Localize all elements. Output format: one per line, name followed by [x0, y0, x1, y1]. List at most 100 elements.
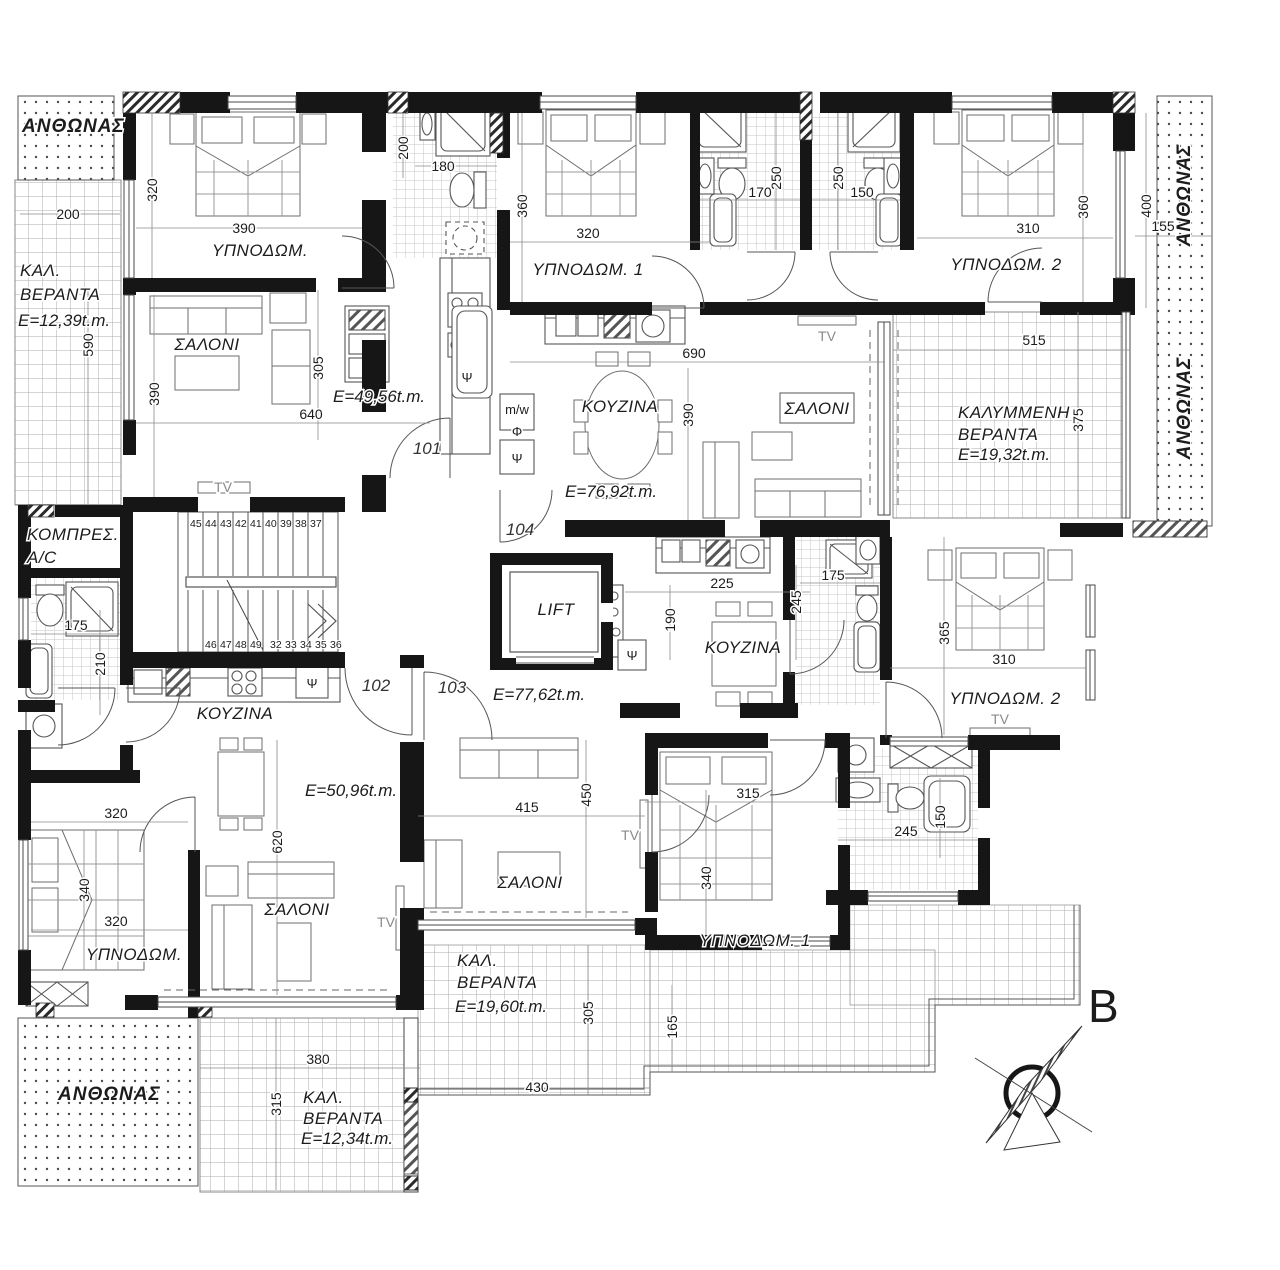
- veranda-label-apt102-1: ΚΑΛ.: [303, 1088, 344, 1107]
- room-label-apt104-kitchen: ΚΟΥΖΙΝΑ: [582, 397, 658, 416]
- phi-symbol: Φ: [512, 424, 522, 439]
- veranda-label-apt101-1: ΚΑΛ.: [20, 261, 61, 280]
- room-label-apt104-bedroom2: ΥΠΝΟΔΩΜ. 2: [950, 255, 1061, 274]
- veranda-divider-block1: [403, 1087, 419, 1103]
- dim: 380: [306, 1051, 330, 1067]
- stair-no: 47: [220, 639, 232, 651]
- doors[interactable]: [57, 235, 1043, 853]
- stair-no: 40: [265, 518, 277, 530]
- dim: 375: [1070, 408, 1086, 432]
- veranda-apt103-tiles-c: [849, 904, 1081, 1006]
- tv-shelf: [197, 481, 251, 494]
- north-arrow: B: [974, 980, 1119, 1151]
- wall-hatch-blocks: [27, 91, 1136, 1018]
- room-label-apt102-bedroom: ΥΠΝΟΔΩΜ.: [86, 945, 182, 964]
- veranda-divider-hatch: [403, 1101, 419, 1175]
- dim: 315: [268, 1092, 284, 1116]
- kitchen-counter-apt102: [127, 665, 341, 703]
- stair-rail: [185, 576, 337, 588]
- services-label-1: ΚΟΜΠΡΕΣ.: [27, 525, 119, 544]
- stair-step-numbers-upper: 45 44 43 42 41 40 39 38 37: [189, 517, 323, 531]
- dim: 340: [76, 878, 92, 902]
- dim: 390: [146, 382, 162, 406]
- stair-no: 44: [205, 518, 217, 530]
- dimension-lines: [20, 113, 1212, 1190]
- dim: 400: [1138, 194, 1154, 218]
- dim: 515: [1022, 332, 1046, 348]
- bed-icon: [933, 109, 1084, 217]
- planter-label: ΑΝΘΩΝΑΣ: [21, 116, 125, 137]
- dim: 170: [748, 184, 772, 200]
- veranda-area-apt101: E=12,39t.m.: [18, 311, 110, 330]
- dim: 150: [850, 184, 874, 200]
- tv-label: TV: [377, 914, 396, 930]
- dim: 250: [768, 166, 784, 190]
- tv-shelf: [797, 315, 857, 326]
- lift-shaft[interactable]: [490, 553, 613, 670]
- stair-no: 38: [295, 518, 307, 530]
- dining-table-icon: [217, 737, 265, 831]
- dim: 200: [395, 136, 411, 160]
- lift-cabin: [509, 571, 599, 653]
- bed-icon: [927, 547, 1073, 651]
- walls: [18, 92, 1135, 1018]
- bed-icon: [25, 829, 145, 971]
- dim: 315: [736, 785, 760, 801]
- stair-step-numbers-lower: 46 47 48 49 32 33 34 35 36: [204, 638, 343, 652]
- dim: 360: [1075, 195, 1091, 219]
- bed-icon: [169, 111, 327, 217]
- psi-symbol: Ψ: [462, 370, 473, 385]
- door-number-104: 104: [506, 520, 534, 539]
- microwave-symbol: m/w: [505, 402, 529, 417]
- stair-no: 35: [315, 639, 327, 651]
- coffee-table-icon: [174, 355, 240, 391]
- veranda-area-apt104: E=19,32t.m.: [958, 445, 1050, 464]
- veranda-tile-areas: [14, 179, 1130, 1193]
- room-label-apt103-bedroom1: ΥΠΝΟΔΩΜ. 1: [699, 931, 810, 950]
- dim: 320: [576, 225, 600, 241]
- dim: 310: [992, 651, 1016, 667]
- toilet-icon: [35, 157, 925, 813]
- dim: 210: [92, 652, 108, 676]
- room-label-apt101-bedroom: ΥΠΝΟΔΩΜ.: [212, 241, 308, 260]
- room-label-apt104-bedroom1: ΥΠΝΟΔΩΜ. 1: [532, 260, 643, 279]
- stair-no: 49: [250, 639, 262, 651]
- windows: [18, 95, 1131, 1008]
- door-number-103: 103: [438, 678, 467, 697]
- closet-icon: [25, 743, 973, 1007]
- room-label-lift: LIFT: [538, 600, 576, 619]
- psi-symbol: Ψ: [627, 648, 638, 663]
- coffee-table-icon: [276, 922, 312, 982]
- dim: 320: [104, 913, 128, 929]
- sink-icon: [419, 107, 903, 803]
- veranda-apt103-tiles-a: [417, 944, 651, 1096]
- covered-veranda-apt104-tiles: [892, 311, 1130, 519]
- tv-shelf: [639, 799, 649, 869]
- dim: 690: [682, 345, 706, 361]
- dim: 340: [698, 866, 714, 890]
- dim: 165: [664, 1015, 680, 1039]
- dim: 390: [232, 220, 256, 236]
- staircase[interactable]: 45 44 43 42 41 40 39 38 37 46 47 48 49 3…: [177, 511, 343, 653]
- dim: 200: [56, 206, 80, 222]
- stair-no: 43: [220, 518, 232, 530]
- door-number-101: 101: [413, 439, 441, 458]
- planter-top-left: [17, 95, 115, 181]
- psi-symbol: Ψ: [512, 451, 523, 466]
- planter-bottom-left: [17, 1017, 199, 1187]
- dining-table-icon: [711, 601, 777, 707]
- dining-table-icon: [573, 351, 673, 499]
- veranda-label-apt104-2: ΒΕΡΑΝΤΑ: [958, 425, 1038, 444]
- area-label-apt104: E=76,92t.m.: [565, 482, 657, 501]
- sliding-doors[interactable]: [157, 321, 899, 1008]
- dim: 245: [788, 590, 804, 614]
- veranda-apt102-tiles: [199, 1017, 405, 1193]
- dim: 365: [936, 621, 952, 645]
- sofa-icon: [423, 737, 579, 909]
- dim: 620: [269, 830, 285, 854]
- dim: 430: [525, 1079, 549, 1095]
- area-label-apt102: E=50,96t.m.: [305, 781, 397, 800]
- dim: 360: [514, 194, 530, 218]
- tv-label: TV: [214, 479, 233, 495]
- compass-needle-icon: [985, 1025, 1083, 1144]
